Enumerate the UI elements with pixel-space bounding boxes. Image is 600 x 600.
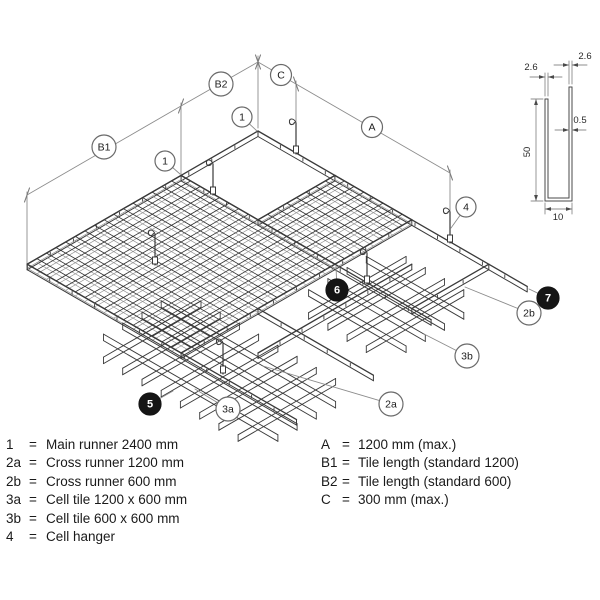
- callout-A: A: [360, 115, 384, 139]
- svg-text:3b: 3b: [461, 351, 473, 363]
- svg-text:2b: 2b: [523, 308, 535, 320]
- legend-key: 2b: [6, 473, 22, 489]
- equals-sign: =: [342, 492, 350, 508]
- legend-key: 1: [6, 437, 14, 452]
- svg-text:0.5: 0.5: [573, 115, 586, 126]
- legend-item-main-runner: 1 = Main runner 2400 mm: [6, 436, 306, 454]
- svg-text:4: 4: [463, 202, 469, 214]
- legend-dimensions: A = 1200 mm (max.) B1 = Tile length (sta…: [321, 436, 591, 510]
- equals-sign: =: [342, 473, 350, 489]
- svg-text:6: 6: [334, 285, 340, 297]
- callout-1b: 1: [154, 150, 176, 172]
- legend-item-dim-b1: B1 = Tile length (standard 1200): [321, 454, 591, 472]
- svg-text:50: 50: [522, 147, 533, 158]
- svg-text:C: C: [277, 70, 285, 82]
- equals-sign: =: [29, 437, 37, 452]
- svg-text:1: 1: [162, 156, 168, 168]
- svg-text:2.6: 2.6: [524, 62, 537, 73]
- svg-text:7: 7: [545, 293, 551, 305]
- legend-text: Cross runner 1200 mm: [46, 455, 185, 471]
- legend-item-dim-a: A = 1200 mm (max.): [321, 436, 591, 454]
- legend-key: 3b: [6, 510, 22, 526]
- legend-key: B2: [321, 473, 338, 489]
- legend-text: 300 mm (max.): [358, 492, 449, 508]
- callout-3a: 3a: [215, 396, 241, 422]
- callout-6: 6: [325, 278, 349, 302]
- equals-sign: =: [29, 473, 37, 489]
- callout-5: 5: [138, 392, 162, 416]
- callout-C: C: [269, 63, 293, 87]
- legend-text: 1200 mm (max.): [358, 437, 457, 452]
- legend-parts: 1 = Main runner 2400 mm 2a = Cross runne…: [6, 436, 306, 546]
- legend-key: 3a: [6, 492, 22, 508]
- legend-text: Cell hanger: [46, 529, 116, 545]
- equals-sign: =: [29, 455, 37, 471]
- svg-text:1: 1: [239, 112, 245, 124]
- svg-text:A: A: [368, 122, 375, 134]
- diagram-lines: 50 2.6 2.6 0.5 10 1 1 2a 2b 3a 3b 4 5 6 7 A B1 B2 C: [23, 51, 592, 442]
- svg-text:10: 10: [553, 212, 564, 223]
- legend-item-cell-hanger: 4 = Cell hanger: [6, 528, 306, 546]
- equals-sign: =: [342, 437, 350, 452]
- legend-key: A: [321, 437, 331, 452]
- legend-text: Tile length (standard 1200): [358, 455, 519, 471]
- callout-2a: 2a: [378, 391, 404, 417]
- svg-text:2.6: 2.6: [578, 51, 591, 62]
- equals-sign: =: [29, 510, 37, 526]
- legend-item-dim-b2: B2 = Tile length (standard 600): [321, 473, 591, 491]
- callout-7: 7: [536, 286, 560, 310]
- equals-sign: =: [29, 492, 37, 508]
- legend-item-dim-c: C = 300 mm (max.): [321, 491, 591, 509]
- svg-text:B1: B1: [98, 142, 111, 154]
- legend-item-cell-tile-600: 3b = Cell tile 600 x 600 mm: [6, 510, 306, 528]
- legend-text: Cross runner 600 mm: [46, 473, 177, 489]
- legend-item-cross-runner-1200: 2a = Cross runner 1200 mm: [6, 454, 306, 472]
- svg-text:2a: 2a: [385, 399, 397, 411]
- callout-2b: 2b: [516, 300, 542, 326]
- legend-text: Tile length (standard 600): [358, 473, 512, 489]
- callout-B1: B1: [91, 134, 117, 160]
- legend-item-cross-runner-600: 2b = Cross runner 600 mm: [6, 473, 306, 491]
- legend-key: B1: [321, 455, 338, 471]
- callout-4: 4: [455, 196, 477, 218]
- callout-1a: 1: [231, 106, 253, 128]
- callout-3b: 3b: [454, 343, 480, 369]
- svg-text:B2: B2: [215, 79, 228, 91]
- legend-text: Cell tile 1200 x 600 mm: [46, 492, 188, 508]
- equals-sign: =: [29, 529, 37, 545]
- svg-text:5: 5: [147, 399, 153, 411]
- legend-text: Cell tile 600 x 600 mm: [46, 510, 180, 526]
- legend-key: C: [321, 492, 331, 508]
- legend-text: Main runner 2400 mm: [46, 437, 179, 452]
- svg-text:3a: 3a: [222, 404, 234, 416]
- legend-key: 4: [6, 529, 14, 545]
- callout-B2: B2: [208, 71, 234, 97]
- equals-sign: =: [342, 455, 350, 471]
- legend-key: 2a: [6, 455, 22, 471]
- legend-item-cell-tile-1200: 3a = Cell tile 1200 x 600 mm: [6, 491, 306, 509]
